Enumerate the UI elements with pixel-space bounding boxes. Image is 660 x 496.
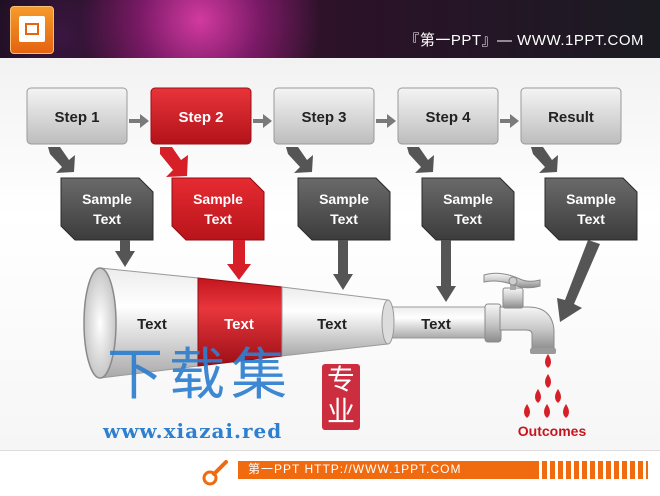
diagonal-arrow-icon (407, 147, 434, 173)
ppt-logo-icon (10, 6, 54, 54)
diagonal-arrow-icon (48, 147, 75, 173)
banner-title: 『第一PPT』— WWW.1PPT.COM (404, 32, 644, 49)
step-label: Step 2 (178, 109, 223, 126)
footer-stripe (238, 461, 648, 479)
step-box-2: Step 2 (150, 87, 252, 145)
pen-icon (202, 460, 228, 486)
step-box-1: Step 1 (26, 87, 128, 145)
step-label: Result (548, 109, 594, 126)
funnel-label: Text (137, 316, 167, 333)
arrow-right-icon (129, 114, 149, 128)
watermark-chars: 下载集 (107, 343, 293, 408)
arrow-down-icon (436, 240, 456, 302)
arrow-right-icon (253, 114, 272, 128)
arrow-down-icon (115, 240, 135, 267)
step-box-5: Result (520, 87, 622, 145)
water-drops (524, 354, 569, 418)
funnel-label: Text (421, 316, 451, 333)
funnel-mouth (83, 267, 117, 379)
step-box-3: Step 3 (273, 87, 375, 145)
footer-bar (0, 450, 660, 496)
watermark-url: www.xiazai.red (103, 419, 283, 443)
diagonal-arrow-icon (160, 147, 188, 177)
step-box-4: Step 4 (397, 87, 499, 145)
diagonal-arrow-icon (531, 147, 558, 173)
funnel-label: Text (224, 316, 254, 333)
top-banner: 『第一PPT』— WWW.1PPT.COM (0, 0, 660, 58)
funnel-label: Text (317, 316, 347, 333)
watermark-stamp: 专业 (322, 364, 360, 430)
step-label: Step 4 (425, 109, 471, 126)
footer-text: 第一PPT HTTP://WWW.1PPT.COM (248, 462, 462, 476)
arrow-right-icon (376, 114, 396, 128)
arrow-down-icon (333, 240, 353, 290)
arrow-right-icon (500, 114, 519, 128)
diagonal-arrow-icon (286, 147, 313, 173)
faucet-icon (483, 272, 556, 354)
step-label: Step 3 (301, 109, 346, 126)
arrow-down-icon (227, 240, 251, 280)
outcomes-label: Outcomes (518, 423, 587, 439)
step-label: Step 1 (54, 109, 99, 126)
diagonal-arrow-icon (557, 240, 600, 322)
